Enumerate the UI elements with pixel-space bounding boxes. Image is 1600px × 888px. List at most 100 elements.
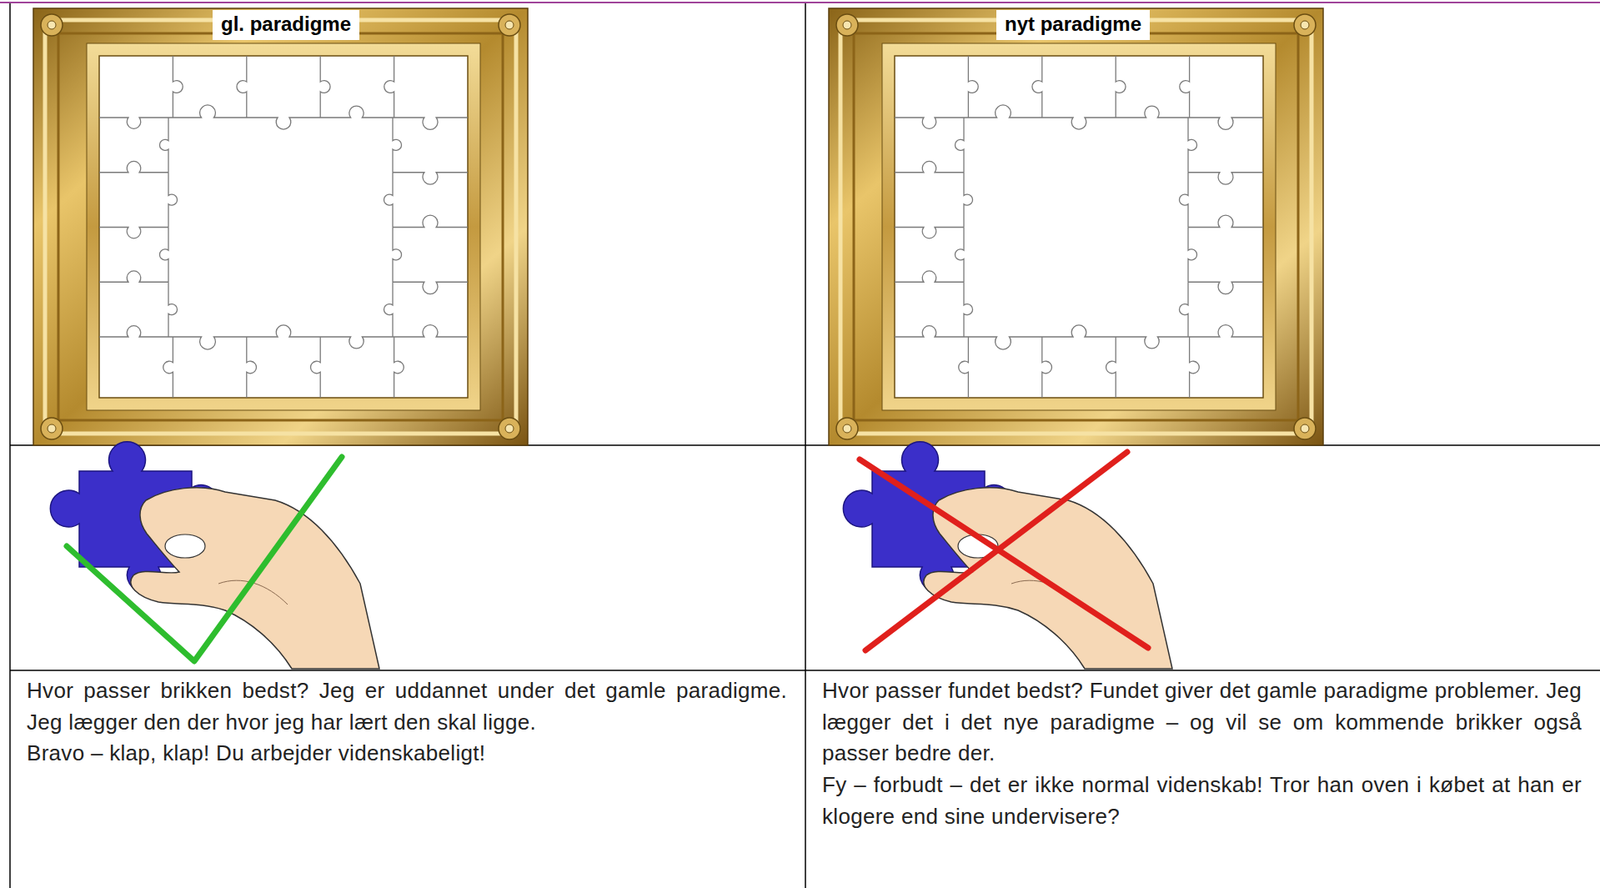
- puzzle-outline: [99, 326, 169, 337]
- puzzle-outline: [392, 117, 402, 173]
- puzzle-outline: [1178, 281, 1189, 337]
- frame-ornament: [836, 417, 858, 440]
- puzzle-ground: [99, 55, 468, 398]
- puzzle-outline: [310, 336, 322, 398]
- puzzle-outline: [392, 172, 468, 185]
- puzzle-outline: [168, 336, 247, 350]
- puzzle-outline: [320, 336, 393, 349]
- puzzle-outline: [392, 325, 468, 337]
- puzzle-outline: [1115, 336, 1189, 349]
- puzzle-outline: [894, 270, 964, 282]
- frame-ornament: [842, 20, 852, 30]
- paragraph: Fy – forbudt – det er ikke normal videns…: [822, 769, 1582, 833]
- puzzle-outline: [320, 55, 331, 118]
- puzzle-outline: [1188, 117, 1198, 173]
- top-rule: [0, 1, 1600, 4]
- puzzle-outline: [894, 326, 964, 337]
- puzzle-outline: [392, 215, 468, 227]
- frame-moulding: [58, 33, 503, 421]
- frame-ornament: [505, 20, 514, 30]
- puzzle-outline: [172, 55, 183, 118]
- frame-moulding: [840, 20, 1312, 434]
- table-line: [10, 669, 1600, 672]
- hand-with-piece: [842, 441, 1173, 669]
- puzzle-outline: [168, 281, 178, 337]
- puzzle-outline: [1188, 117, 1264, 130]
- puzzle-outline: [159, 117, 169, 173]
- frame-ornament: [1300, 20, 1310, 30]
- puzzle-outline: [383, 281, 393, 337]
- puzzle-outline: [1188, 215, 1264, 227]
- puzzle-outline: [1178, 172, 1189, 228]
- puzzle-outline: [99, 270, 169, 282]
- puzzle-outline: [392, 227, 402, 283]
- puzzle-outline: [963, 172, 974, 228]
- frame-ornament: [1294, 14, 1316, 36]
- puzzle-outline: [894, 227, 964, 239]
- paragraph: Hvor passer fundet bedst? Fundet giver d…: [822, 675, 1582, 770]
- puzzle-outline: [1115, 55, 1126, 118]
- puzzle-outline: [246, 336, 257, 398]
- puzzle-outline: [1042, 336, 1053, 398]
- puzzle-outline: [168, 172, 178, 228]
- puzzle-outline: [168, 105, 247, 118]
- table-grid: [10, 3, 1600, 888]
- puzzle-outline: [963, 105, 1043, 118]
- picture-frame: [33, 8, 528, 446]
- frame-ornament: [47, 424, 56, 433]
- frame-ornament: [505, 424, 514, 433]
- paragraph: Bravo – klap, klap! Du arbejder videnska…: [26, 737, 788, 770]
- frame-label: gl. paradigme: [212, 10, 360, 41]
- puzzle-outline: [99, 160, 169, 172]
- puzzle-outline: [1189, 336, 1200, 398]
- frame-moulding: [45, 20, 517, 434]
- puzzle-outline: [1188, 281, 1264, 294]
- puzzle-outline: [954, 117, 964, 173]
- puzzle-outline: [394, 336, 405, 398]
- frame-ornament: [498, 14, 521, 36]
- frame-label-text: gl. paradigme: [220, 12, 352, 37]
- cross-mark: [859, 451, 1149, 651]
- puzzle-outline: [392, 117, 468, 130]
- frame-bevel: [882, 43, 1276, 411]
- frame-ornament: [836, 14, 858, 36]
- puzzle-outline: [99, 227, 169, 239]
- puzzle-outline: [1115, 105, 1189, 118]
- puzzle-outline: [246, 325, 321, 337]
- puzzle-outline: [383, 172, 393, 228]
- frame-label-text: nyt paradigme: [1004, 12, 1142, 37]
- puzzle-outline: [320, 105, 393, 118]
- frame-ornament: [1294, 417, 1316, 440]
- puzzle-outline: [963, 281, 974, 337]
- puzzle-outline: [384, 55, 395, 118]
- puzzle-outline: [1188, 227, 1198, 283]
- frame-ornament: [498, 417, 521, 440]
- puzzle-outline: [236, 55, 247, 118]
- frame-label: nyt paradigme: [996, 10, 1150, 41]
- puzzle-outline: [163, 336, 174, 398]
- frame-ornament: [47, 20, 56, 30]
- hand-gap: [165, 534, 206, 558]
- frame-outer: [828, 8, 1324, 446]
- puzzle-outline: [159, 227, 169, 283]
- frame-ornament: [40, 14, 63, 36]
- check-mark: [66, 456, 342, 662]
- frame-ornament: [842, 424, 852, 433]
- text-cell: Hvor passer fundet bedst? Fundet giver d…: [805, 670, 1600, 888]
- picture-frame: [828, 8, 1324, 446]
- puzzle-outline: [894, 160, 964, 172]
- cross-line: [865, 451, 1128, 651]
- frame-moulding: [853, 33, 1299, 421]
- puzzle-outline: [99, 117, 169, 129]
- frame-ornament: [40, 417, 63, 440]
- puzzle-outline: [1188, 172, 1264, 185]
- puzzle-outline: [894, 117, 964, 129]
- text-cell: Hvor passer brikken bedst? Jeg er uddann…: [10, 670, 806, 888]
- hand-with-piece: [50, 441, 380, 669]
- frame-bevel: [86, 43, 481, 411]
- puzzle-outline: [1042, 325, 1116, 337]
- puzzle-outline: [392, 281, 468, 294]
- puzzle-outline: [1179, 55, 1190, 118]
- frame-ornament: [1300, 424, 1310, 433]
- puzzle-ground: [894, 55, 1264, 398]
